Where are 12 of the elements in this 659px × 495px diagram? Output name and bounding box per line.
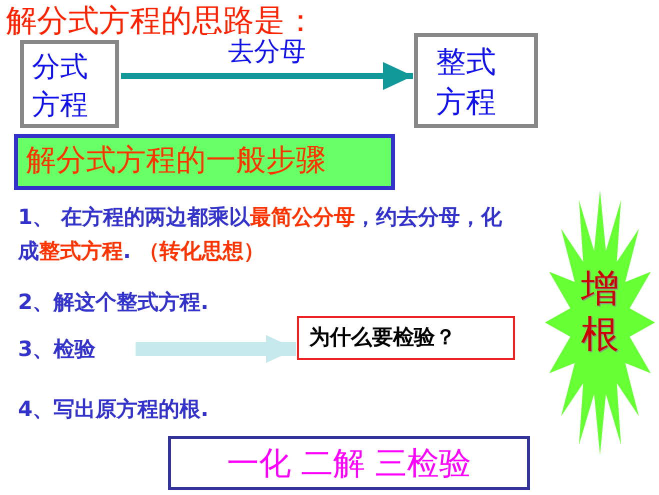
arrow — [136, 335, 296, 363]
arrow — [121, 62, 413, 90]
question-box: 为什么要检验？ — [297, 316, 515, 360]
concept-box: 分式方程 — [20, 40, 119, 128]
heading-box: 解分式方程的一般步骤 — [14, 134, 395, 190]
step-text: 2、解这个整式方程. — [18, 289, 209, 316]
step-text: 3、检验 — [18, 334, 96, 364]
starburst: 增根 — [545, 190, 655, 455]
concept-box: 整式方程 — [414, 33, 538, 128]
summary-box: 一化 二解 三检验 — [168, 436, 530, 490]
step-text: 4、写出原方程的根. — [18, 396, 209, 423]
step-text: 1、 在方程的两边都乘以最简公分母，约去分母，化成整式方程. （转化思想） — [18, 204, 503, 265]
